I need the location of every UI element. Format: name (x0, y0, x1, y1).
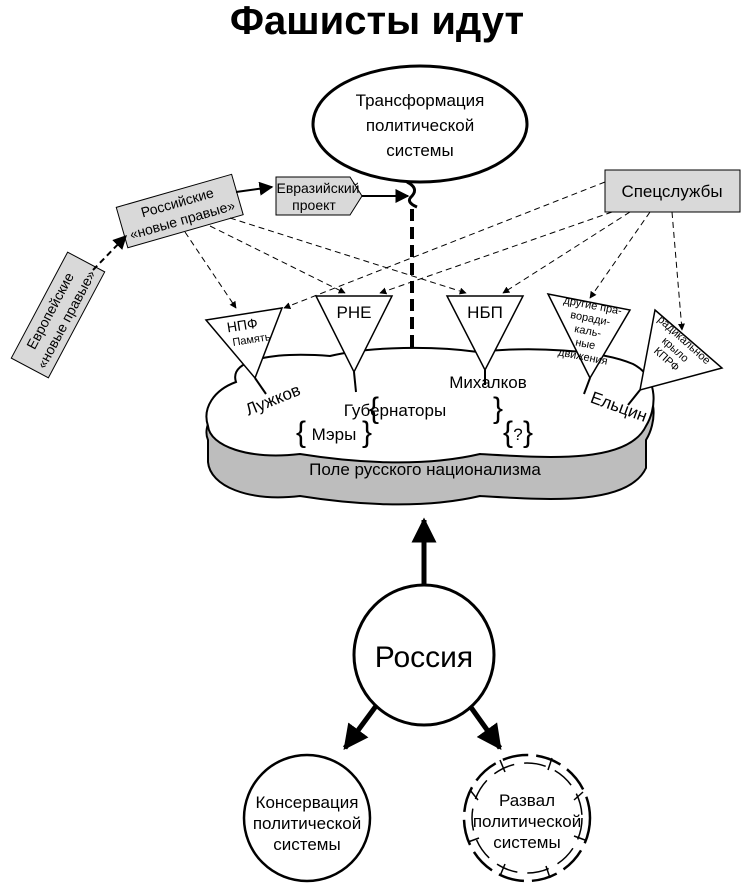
russia-label: Россия (375, 641, 473, 674)
kprf-flag: радикальное крыло КПРФ (627, 308, 724, 406)
nbp-label: НБП (467, 303, 503, 322)
mikhalkov-label: Михалков (449, 373, 526, 392)
conservation-line-1: Консервация (256, 793, 359, 812)
transformation-line-2: политической (366, 116, 474, 135)
mayors-brace-right: } (362, 416, 372, 449)
broken-link-mark (406, 180, 418, 209)
special-services-node: Спецслужбы (604, 169, 741, 213)
russian-new-right-node: Российские «новые правые» (115, 173, 244, 249)
mayors-brace-left: { (296, 416, 306, 449)
special-services-label: Спецслужбы (621, 182, 722, 201)
conservation-line-2: политической (253, 814, 361, 833)
npf-label: НПФ (226, 315, 259, 336)
arrow-european-to-russian (92, 234, 127, 271)
collapse-node: Развал политической системы (462, 753, 592, 883)
conservation-node: Консервация политической системы (242, 753, 372, 883)
mayors-label: Мэры (312, 425, 357, 444)
question-label: ? (513, 425, 522, 444)
russian-new-right-arrows (184, 217, 467, 309)
npf-flag: НПФ Память (204, 307, 284, 395)
nationalism-field-node: Поле русского национализма Губернаторы {… (205, 346, 655, 506)
nationalism-field-label: Поле русского национализма (309, 460, 541, 479)
other-right-line-4: ные (574, 337, 596, 353)
question-brace-left: { (503, 416, 513, 449)
collapse-line-2: политической (473, 812, 581, 831)
collapse-line-3: системы (493, 833, 560, 852)
npf-sub-label: Память (232, 331, 272, 349)
rne-label: РНЕ (337, 303, 372, 322)
other-right-flag: другие пра- вoради- каль- ные движения (546, 292, 632, 395)
conservation-line-3: системы (273, 835, 340, 854)
special-services-arrows (283, 181, 685, 331)
eurasian-line-1: Евразийский (276, 180, 359, 196)
eurasian-line-2: проект (292, 197, 336, 213)
nbp-flag: НБП (445, 295, 525, 385)
arrow-russia-to-collapse (467, 704, 503, 751)
european-new-right-node: Европейские «новые правые» (10, 251, 106, 379)
transformation-line-3: системы (386, 141, 453, 160)
other-right-line-3: каль- (573, 323, 602, 340)
governors-brace-left: { (369, 392, 379, 425)
transformation-node: Трансформация политической системы (311, 64, 529, 184)
collapse-line-1: Развал (499, 791, 555, 810)
eurasian-project-node: Евразийский проект (275, 176, 363, 216)
transformation-line-1: Трансформация (356, 91, 485, 110)
diagram-title: Фашисты идут (230, 0, 524, 43)
governors-brace-right: } (493, 392, 503, 425)
rne-flag: РНЕ (314, 295, 394, 393)
russia-node: Россия (352, 583, 496, 727)
arrow-russian-to-eurasian (235, 181, 274, 196)
governors-label: Губернаторы (344, 401, 446, 420)
question-brace-right: } (523, 416, 533, 449)
arrow-russia-to-conservation (342, 704, 379, 751)
